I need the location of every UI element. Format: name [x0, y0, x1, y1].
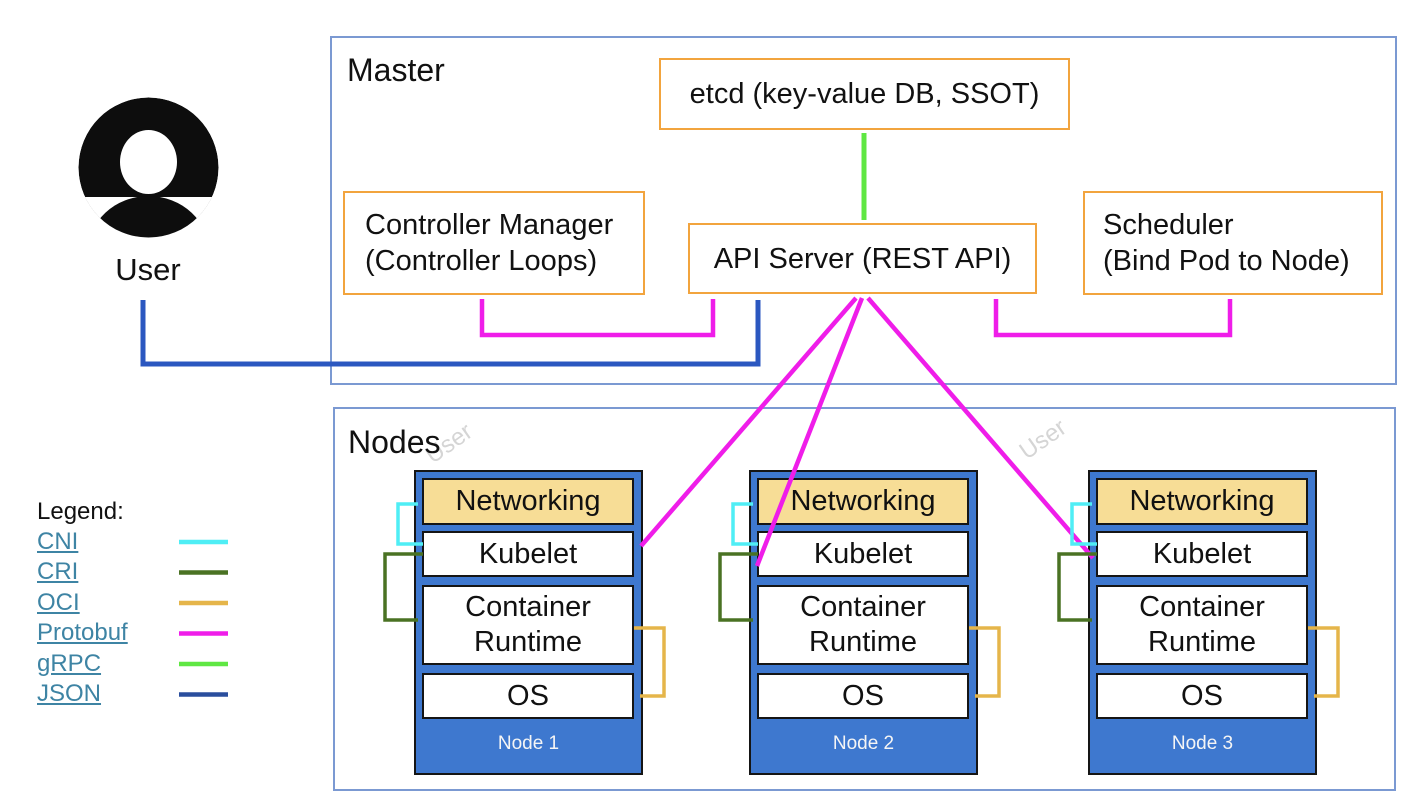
- legend-item-protobuf: Protobuf: [37, 618, 128, 648]
- api-server-box: API Server (REST API): [688, 223, 1037, 294]
- controller-manager-label: Controller Manager: [365, 209, 614, 241]
- controller-manager-box: Controller Manager (Controller Loops): [343, 191, 645, 295]
- node-3-container-runtime-box: Container Runtime: [1096, 585, 1308, 665]
- container-runtime-label: Container Runtime: [800, 591, 926, 658]
- node-2-networking-box: Networking: [757, 478, 969, 525]
- node-2-os-box: OS: [757, 673, 969, 719]
- nodes-section-title: Nodes: [348, 424, 441, 460]
- legend: Legend: CNI CRI OCI Protobuf gRPC JSON: [37, 497, 128, 709]
- json-link[interactable]: JSON: [37, 679, 102, 707]
- kubelet-label: Kubelet: [813, 537, 913, 570]
- os-label: OS: [842, 679, 884, 712]
- node-3-title: Node 3: [1171, 733, 1234, 754]
- user-label: User: [115, 252, 181, 287]
- legend-item-oci: OCI: [37, 588, 128, 618]
- node-3: Networking Kubelet Container Runtime OS …: [1088, 470, 1317, 775]
- legend-title: Legend:: [37, 498, 124, 525]
- protobuf-link[interactable]: Protobuf: [37, 619, 128, 647]
- node-2-container-runtime-box: Container Runtime: [757, 585, 969, 665]
- legend-item-json: JSON: [37, 679, 128, 709]
- legend-item-cri: CRI: [37, 557, 128, 587]
- node-2-kubelet-box: Kubelet: [757, 531, 969, 577]
- node-3-kubelet-box: Kubelet: [1096, 531, 1308, 577]
- api-server-label: API Server (REST API): [713, 242, 1012, 275]
- scheduler-box: Scheduler (Bind Pod to Node): [1083, 191, 1383, 295]
- node-1-title: Node 1: [497, 733, 560, 754]
- etcd-box: etcd (key-value DB, SSOT): [659, 58, 1070, 130]
- container-runtime-label: Container Runtime: [465, 591, 591, 658]
- scheduler-label: Scheduler: [1103, 209, 1234, 241]
- node-1: Networking Kubelet Container Runtime OS …: [414, 470, 643, 775]
- node-2-title: Node 2: [832, 733, 895, 754]
- controller-manager-sublabel: (Controller Loops): [365, 245, 598, 277]
- os-label: OS: [507, 679, 549, 712]
- user-icon: [78, 97, 219, 238]
- cri-link[interactable]: CRI: [37, 558, 79, 586]
- node-1-networking-box: Networking: [422, 478, 634, 525]
- container-runtime-label: Container Runtime: [1139, 591, 1265, 658]
- kubelet-label: Kubelet: [1152, 537, 1252, 570]
- node-2: Networking Kubelet Container Runtime OS …: [749, 470, 978, 775]
- node-1-kubelet-box: Kubelet: [422, 531, 634, 577]
- node-3-networking-box: Networking: [1096, 478, 1308, 525]
- etcd-label: etcd (key-value DB, SSOT): [689, 78, 1040, 110]
- networking-label: Networking: [455, 485, 601, 517]
- legend-item-grpc: gRPC: [37, 649, 128, 679]
- node-3-os-box: OS: [1096, 673, 1308, 719]
- cni-link[interactable]: CNI: [37, 528, 79, 555]
- nodes-container: [333, 407, 1396, 791]
- node-1-container-runtime-box: Container Runtime: [422, 585, 634, 665]
- networking-label: Networking: [790, 485, 936, 517]
- kubelet-label: Kubelet: [478, 537, 578, 570]
- os-label: OS: [1181, 679, 1223, 712]
- networking-label: Networking: [1129, 485, 1275, 517]
- node-1-os-box: OS: [422, 673, 634, 719]
- master-section-title: Master: [347, 52, 445, 88]
- legend-item-cni: CNI: [37, 527, 128, 557]
- grpc-link[interactable]: gRPC: [37, 649, 102, 677]
- scheduler-sublabel: (Bind Pod to Node): [1103, 245, 1350, 277]
- oci-link[interactable]: OCI: [37, 588, 80, 616]
